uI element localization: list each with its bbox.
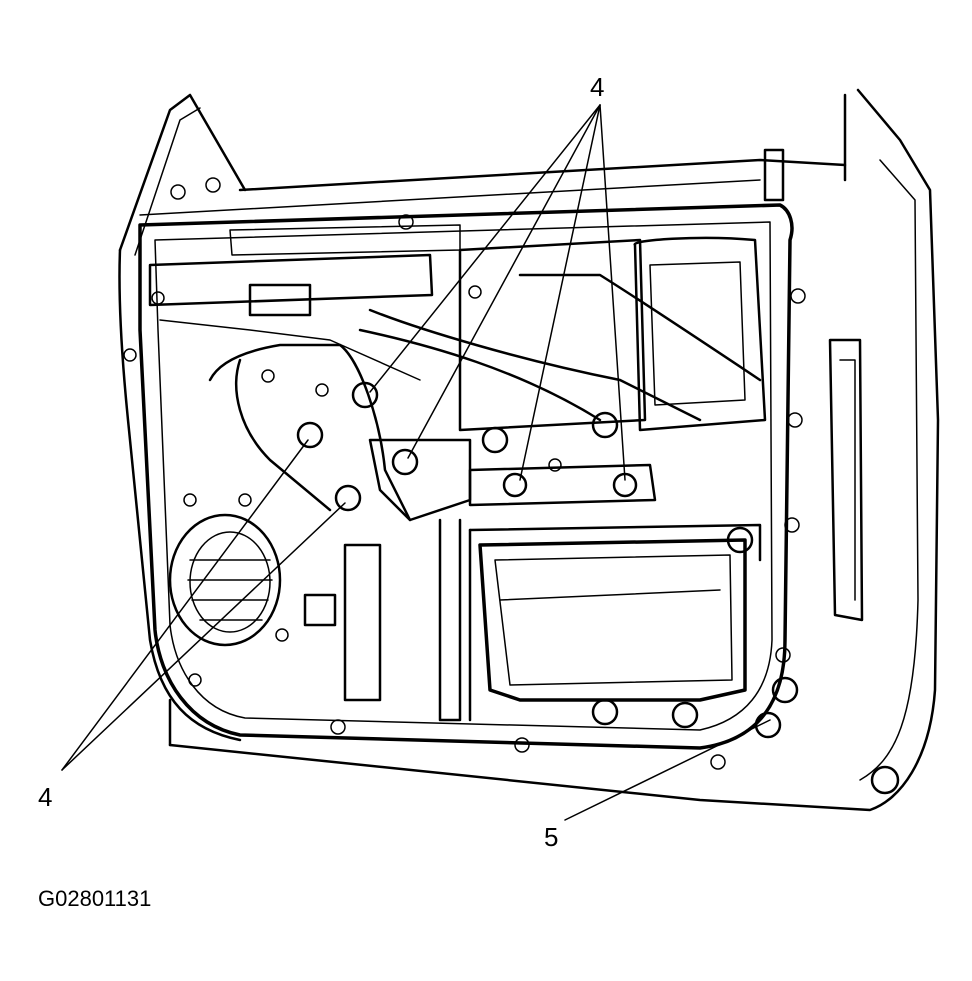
callout-label-4-top: 4 xyxy=(590,72,605,102)
door-trim xyxy=(763,148,864,622)
door-frame xyxy=(118,88,940,812)
figure-id: G02801131 xyxy=(38,886,152,911)
speaker xyxy=(168,513,282,647)
inner-panel xyxy=(138,203,794,750)
leader-lines xyxy=(61,104,771,821)
window-regulator xyxy=(208,236,767,722)
callout-label-5: 5 xyxy=(544,822,559,852)
callout-label-4-left: 4 xyxy=(38,782,53,812)
fasteners xyxy=(123,177,900,795)
